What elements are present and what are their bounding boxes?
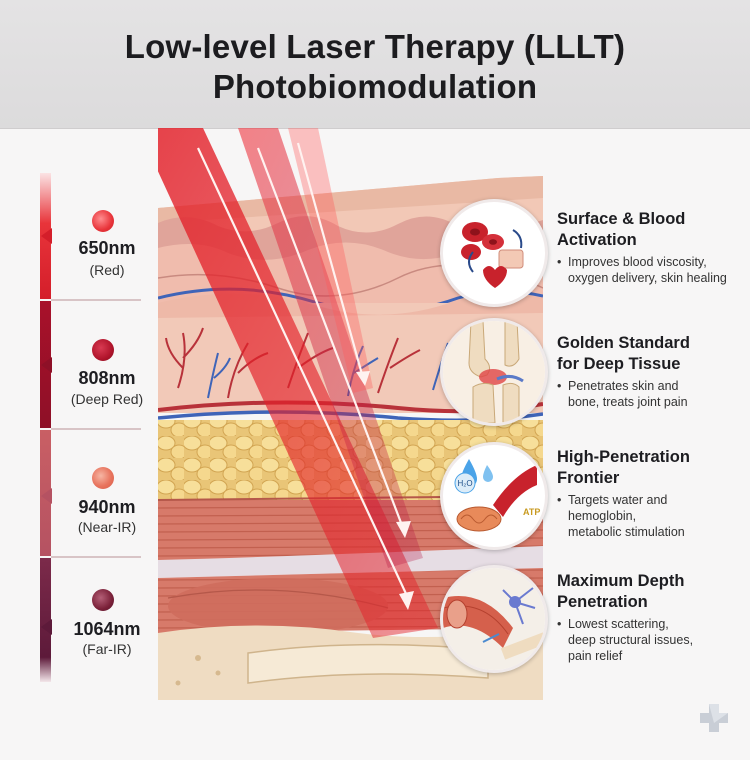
water-hemoglobin-icon: H₂O ATP xyxy=(440,442,548,550)
wavelength-name: (Deep Red) xyxy=(70,391,144,407)
wavelength-nm: 808nm xyxy=(78,368,136,388)
section-1-title: Surface & Blood Activation xyxy=(557,209,747,251)
knee-joint-icon xyxy=(440,318,548,426)
bullet: • xyxy=(557,255,562,269)
section-2-title: Golden Standard for Deep Tissue xyxy=(557,333,747,375)
desc-line: Penetrates skin and xyxy=(568,379,679,393)
wavelength-dot-650 xyxy=(92,210,114,232)
atp-label: ATP xyxy=(523,507,540,517)
desc-line: oxygen delivery, skin healing xyxy=(568,271,727,285)
section-1-desc: • Improves blood viscosity, oxygen deliv… xyxy=(557,254,747,286)
title-line-2: Photobiomodulation xyxy=(212,68,538,105)
wavelength-name: (Red) xyxy=(89,262,125,278)
scale-divider xyxy=(51,556,141,558)
cross-logo-icon xyxy=(700,704,728,732)
pointer-icon xyxy=(41,357,52,373)
title-line-1: Low-level Laser Therapy (LLLT) xyxy=(124,28,626,65)
muscle-nerve-icon xyxy=(440,565,548,673)
section-title-line: for Deep Tissue xyxy=(557,355,681,373)
scale-divider xyxy=(51,428,141,430)
wavelength-dot-808 xyxy=(92,339,114,361)
wavelength-nm: 650nm xyxy=(78,238,136,258)
bullet: • xyxy=(557,379,562,393)
section-3-title: High-Penetration Frontier xyxy=(557,447,747,489)
wavelength-name: (Near-IR) xyxy=(77,519,137,535)
desc-line: Targets water and xyxy=(568,493,668,507)
wavelength-dot-1064 xyxy=(92,589,114,611)
section-4-desc: • Lowest scattering, deep structural iss… xyxy=(557,616,747,664)
desc-line: metabolic stimulation xyxy=(568,525,685,539)
desc-line: Improves blood viscosity, xyxy=(568,255,707,269)
section-title-line: Activation xyxy=(557,231,637,249)
desc-line: pain relief xyxy=(568,649,623,663)
wavelength-name: (Far-IR) xyxy=(82,641,132,657)
section-3-desc: • Targets water and hemoglobin, metaboli… xyxy=(557,492,747,540)
desc-line: bone, treats joint pain xyxy=(568,395,688,409)
scale-divider xyxy=(51,299,141,301)
h2o-label: H₂O xyxy=(457,479,472,488)
section-2-desc: • Penetrates skin and bone, treats joint… xyxy=(557,378,747,410)
bullet: • xyxy=(557,493,562,507)
wavelength-dot-940 xyxy=(92,467,114,489)
pointer-icon xyxy=(41,619,52,635)
section-title-line: Maximum Depth xyxy=(557,572,685,590)
desc-line: hemoglobin, xyxy=(568,509,637,523)
pointer-icon xyxy=(41,228,52,244)
section-title-line: High-Penetration xyxy=(557,448,690,466)
desc-line: Lowest scattering, xyxy=(568,617,669,631)
pointer-icon xyxy=(41,488,52,504)
section-title-line: Frontier xyxy=(557,469,620,487)
section-title-line: Golden Standard xyxy=(557,334,690,352)
header: Low-level Laser Therapy (LLLT) Photobiom… xyxy=(0,0,750,129)
bullet: • xyxy=(557,617,562,631)
wavelength-nm: 1064nm xyxy=(73,619,141,639)
blood-cells-icon xyxy=(440,199,548,307)
desc-line: deep structural issues, xyxy=(568,633,694,647)
section-title-line: Surface & Blood xyxy=(557,210,686,228)
wavelength-nm: 940nm xyxy=(78,497,136,517)
section-4-title: Maximum Depth Penetration xyxy=(557,571,747,613)
section-title-line: Penetration xyxy=(557,593,648,611)
